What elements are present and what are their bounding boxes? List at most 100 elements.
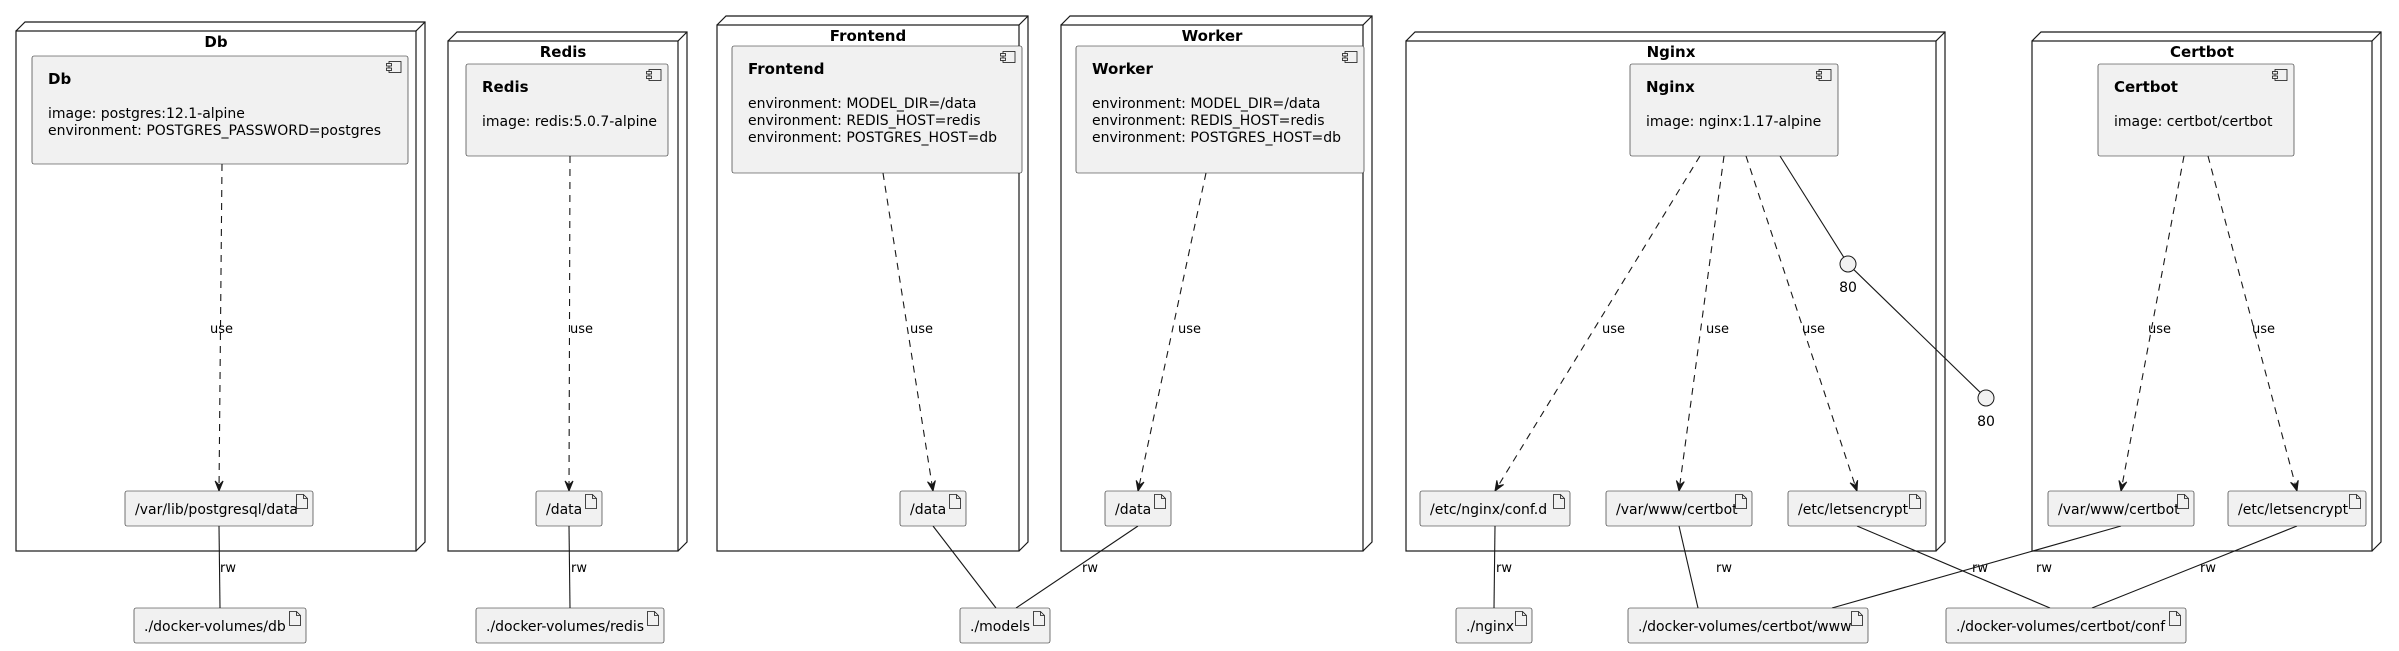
relation-label: use (1602, 322, 1625, 337)
document-icon (585, 494, 597, 509)
artifact-vol-conf: ./docker-volumes/certbot/conf (1945, 607, 2187, 644)
relation-redis-data-to-vol-redis: rw (568, 525, 587, 609)
node-title-certbot: Certbot (2170, 43, 2234, 61)
component-icon (1816, 69, 1832, 81)
artifact-label: ./docker-volumes/db (144, 619, 286, 635)
artifact-nginx-www: /var/www/certbot (1605, 490, 1753, 527)
relation-certbot-www-to-vol-www: rw (1831, 525, 2122, 609)
component-property: environment: POSTGRES_HOST=db (1092, 130, 1341, 146)
relation-nginx-le-to-vol-conf: rw (1856, 525, 2051, 609)
artifact-vol-db: ./docker-volumes/db (133, 607, 307, 644)
artifact-label: /var/www/certbot (1616, 502, 1738, 518)
relation-nginx-www-to-vol-www: rw (1678, 525, 1732, 609)
artifact-label: /var/www/certbot (2058, 502, 2180, 518)
artifact-certbot-www: /var/www/certbot (2047, 490, 2195, 527)
component-property: environment: POSTGRES_PASSWORD=postgres (48, 123, 381, 139)
component-title: Nginx (1646, 78, 1695, 96)
relation-worker-data-to-vol-models: rw (1015, 525, 1139, 609)
component-property: image: certbot/certbot (2114, 114, 2273, 130)
document-icon (1154, 494, 1166, 509)
document-icon (647, 611, 659, 626)
component-icon (1342, 51, 1358, 63)
artifact-vol-models: ./models (959, 607, 1051, 644)
relation-label: rw (1972, 561, 1988, 576)
artifact-vol-nginx: ./nginx (1455, 607, 1533, 644)
document-icon (2349, 494, 2361, 509)
artifact-vol-www: ./docker-volumes/certbot/www (1627, 607, 1869, 644)
node-title-db: Db (204, 33, 227, 51)
document-icon (296, 494, 308, 509)
relation-nginx-conf-to-vol-nginx: rw (1493, 525, 1512, 609)
document-icon (1553, 494, 1565, 509)
artifact-worker-data: /data (1104, 490, 1172, 527)
relation-label: use (570, 322, 593, 337)
artifact-label: /etc/letsencrypt (1798, 502, 1909, 518)
artifact-label: /data (546, 502, 582, 518)
artifact-label: /etc/nginx/conf.d (1430, 502, 1547, 518)
artifact-label: /etc/letsencrypt (2238, 502, 2349, 518)
document-icon (2177, 494, 2189, 509)
relation-nginx-to-nginx-www: use (1675, 155, 1729, 493)
component-property: environment: POSTGRES_HOST=db (748, 130, 997, 146)
component-property: environment: MODEL_DIR=/data (748, 96, 976, 112)
interface-label: 80 (1839, 280, 1857, 296)
relation-label: use (1178, 322, 1201, 337)
artifact-label: /data (1115, 502, 1151, 518)
document-icon (2169, 611, 2181, 626)
relation-db-data-to-vol-db: rw (218, 525, 236, 609)
artifact-label: ./docker-volumes/certbot/conf (1956, 619, 2166, 635)
relation-label: use (1802, 322, 1825, 337)
artifact-label: ./docker-volumes/redis (486, 619, 644, 635)
relation-label: use (2252, 322, 2275, 337)
component-property: environment: REDIS_HOST=redis (1092, 113, 1325, 129)
component-icon (2272, 69, 2288, 81)
node-title-nginx: Nginx (1647, 43, 1696, 61)
relation-redis-to-redis-data: use (564, 155, 593, 493)
component-title: Db (48, 70, 71, 88)
artifact-nginx-conf: /etc/nginx/conf.d (1419, 490, 1571, 527)
node-title-frontend: Frontend (830, 27, 906, 45)
component-icon (1000, 51, 1016, 63)
artifact-label: /var/lib/postgresql/data (135, 502, 298, 518)
component-title: Worker (1092, 60, 1153, 78)
document-icon (949, 494, 961, 509)
document-icon (1033, 611, 1045, 626)
artifact-redis-data: /data (535, 490, 603, 527)
component-title: Certbot (2114, 78, 2178, 96)
relation-label: rw (571, 561, 587, 576)
component-certbot: Certbot image: certbot/certbot (2097, 63, 2295, 157)
relation-certbot-le-to-vol-conf: rw (2091, 525, 2298, 609)
interface-label: 80 (1977, 414, 1995, 430)
node-title-redis: Redis (540, 43, 587, 61)
component-property: image: nginx:1.17-alpine (1646, 114, 1821, 130)
component-property: image: redis:5.0.7-alpine (482, 114, 657, 130)
relation-frontend-data-to-vol-models (932, 525, 997, 609)
relation-label: use (210, 322, 233, 337)
component-property: environment: REDIS_HOST=redis (748, 113, 981, 129)
interface-circle (1977, 389, 1995, 407)
artifact-label: ./docker-volumes/certbot/www (1638, 619, 1852, 635)
artifact-label: ./nginx (1466, 619, 1514, 635)
relation-label: rw (1496, 561, 1512, 576)
relation-label: rw (2200, 561, 2216, 576)
interface-circle (1839, 255, 1857, 273)
relation-label: use (910, 322, 933, 337)
document-icon (289, 611, 301, 626)
relation-nginx-to-port-inner (1779, 155, 1845, 258)
relation-label: use (2148, 322, 2171, 337)
component-title: Frontend (748, 60, 824, 78)
artifact-vol-redis: ./docker-volumes/redis (475, 607, 665, 644)
relation-db-to-db-data: use (210, 163, 233, 493)
relation-port-inner-to-port-outer (1853, 269, 1981, 393)
relation-nginx-to-nginx-conf: use (1494, 155, 1701, 493)
document-icon (1909, 494, 1921, 509)
document-icon (1735, 494, 1747, 509)
component-nginx: Nginx image: nginx:1.17-alpine (1629, 63, 1839, 157)
relation-worker-to-worker-data: use (1135, 172, 1207, 493)
relation-label: rw (1716, 561, 1732, 576)
